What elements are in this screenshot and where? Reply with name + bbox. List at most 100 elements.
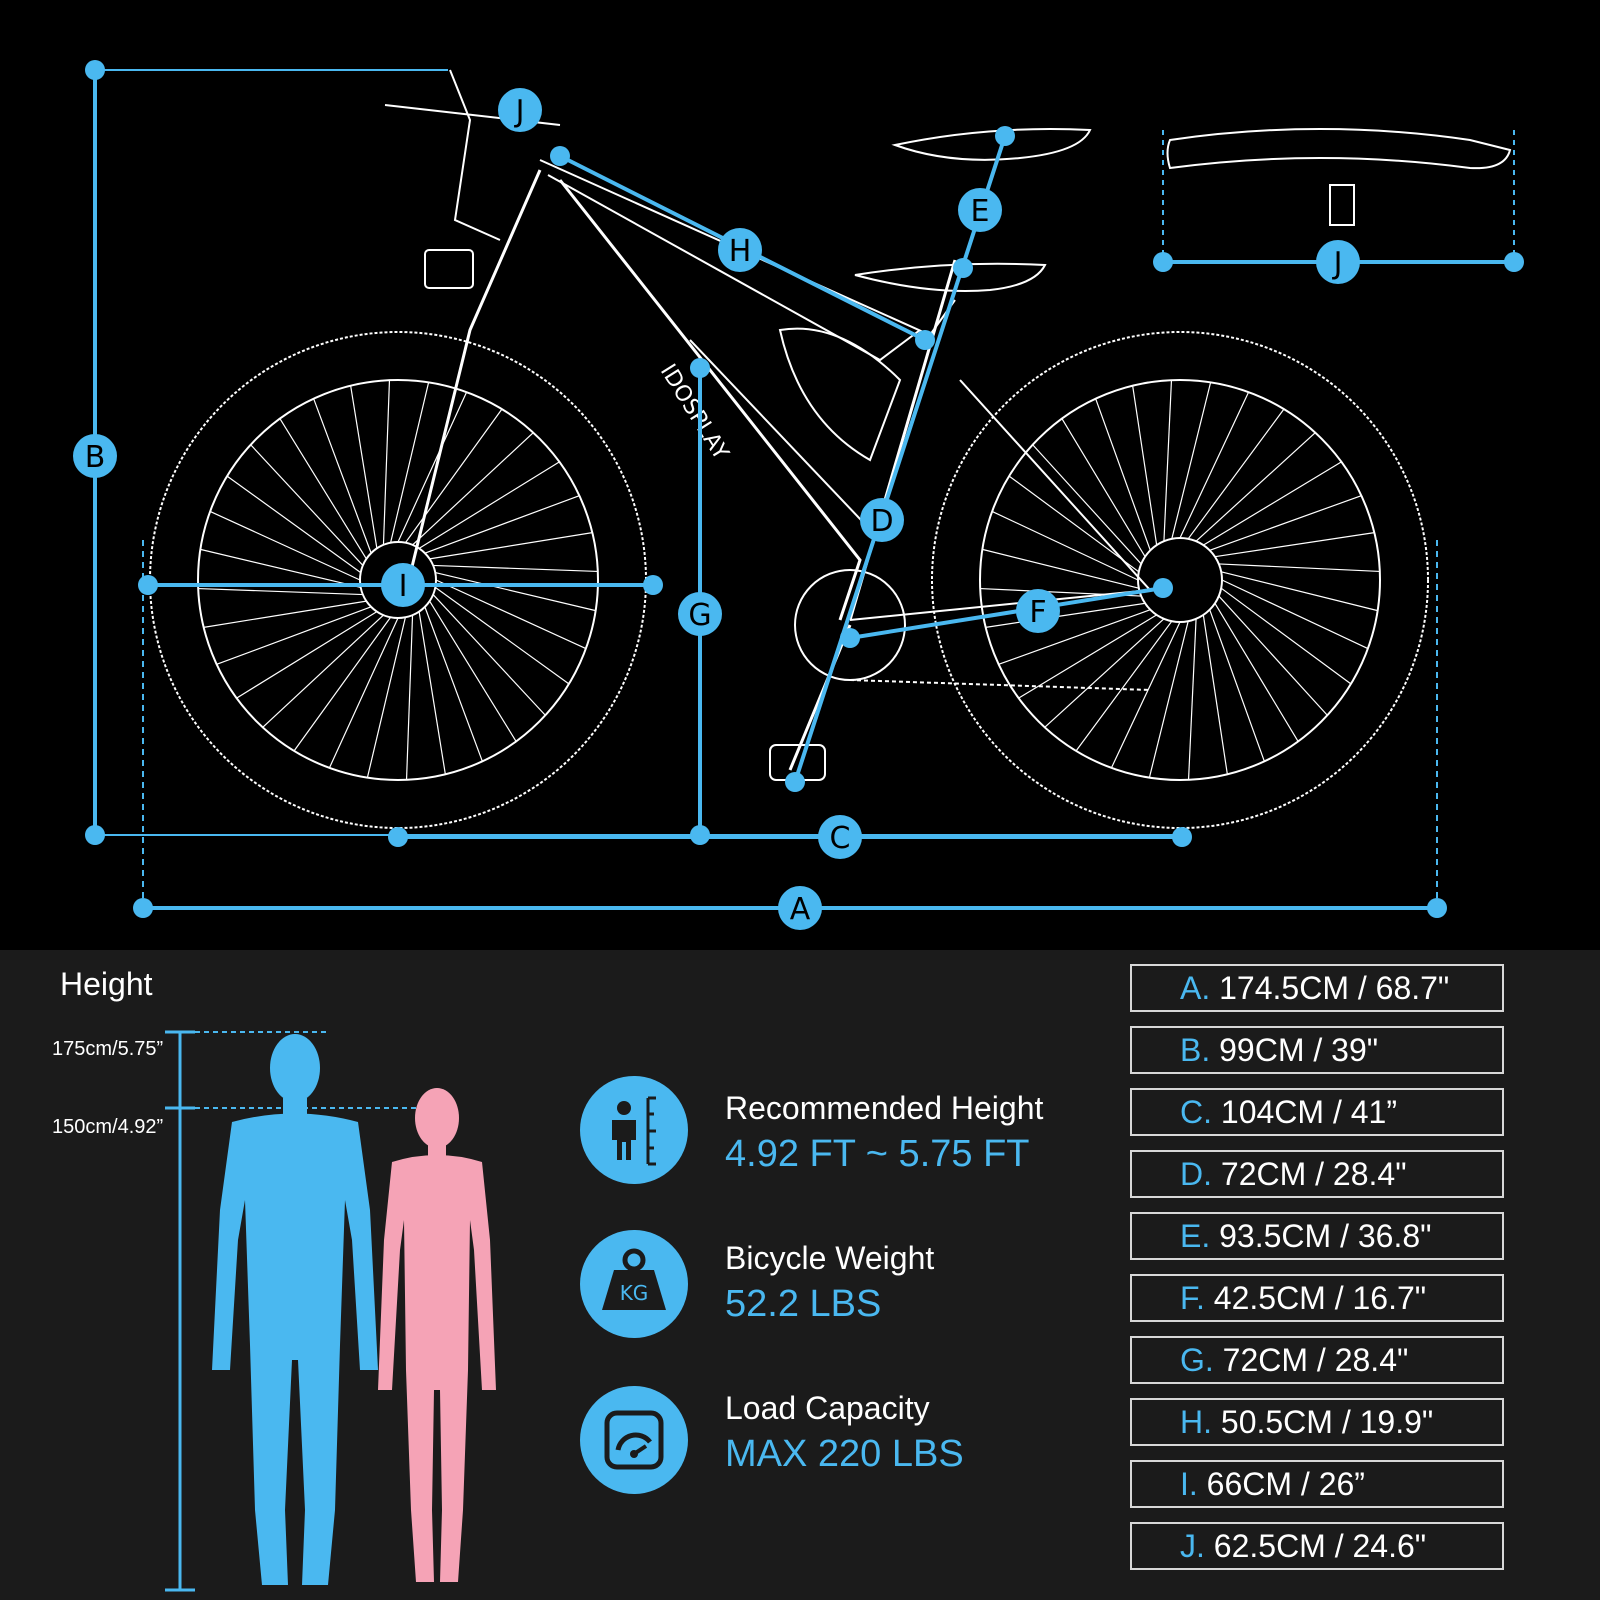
marker-f: F <box>1016 589 1060 633</box>
endpoint-dot <box>138 575 158 595</box>
chain <box>849 679 1151 691</box>
spec-letter: A. <box>1180 970 1211 1006</box>
spec-value: 62.5CM / 24.6" <box>1213 1528 1427 1564</box>
headlight <box>424 249 474 289</box>
marker-g: G <box>678 592 722 636</box>
endpoint-dot <box>133 898 153 918</box>
height-title: Height <box>60 966 153 1002</box>
spec-row-d: D. 72CM / 28.4" <box>1130 1150 1504 1198</box>
marker-e: E <box>958 188 1002 232</box>
wheel-spoke <box>1075 620 1173 752</box>
wheel-spoke <box>433 564 598 573</box>
wheel-spoke <box>998 609 1151 665</box>
wheel-spoke <box>366 617 406 778</box>
svg-text:J: J <box>1332 246 1343 281</box>
endpoint-dot <box>995 126 1015 146</box>
wheel-spoke <box>1214 532 1375 558</box>
spec-value: 104CM / 41” <box>1220 1094 1397 1130</box>
wheel-spoke <box>250 444 364 566</box>
wheel-spoke <box>226 475 362 574</box>
wheel-spoke <box>350 385 378 549</box>
spec-row-a: A. 174.5CM / 68.7" <box>1130 964 1504 1012</box>
wheel-spoke <box>405 615 414 780</box>
wheel-spoke <box>390 382 430 543</box>
spec-letter: G. <box>1180 1342 1214 1378</box>
fork <box>408 169 542 576</box>
bicycle-weight-value: 52.2 LBS <box>725 1283 882 1325</box>
endpoint-dot <box>643 575 663 595</box>
recommended-height-value: 4.92 FT ~ 5.75 FT <box>725 1133 1030 1175</box>
wheel-spoke <box>1214 603 1299 742</box>
svg-text:H: H <box>729 234 752 269</box>
bike-diagram-svg: IDOSPLAY <box>73 60 1524 930</box>
spec-row-e: E. 93.5CM / 36.8" <box>1130 1212 1504 1260</box>
bike-dimension-diagram: IDOSPLAY <box>73 60 1524 930</box>
wheel-spoke <box>1032 444 1142 565</box>
endpoint-dot <box>1427 898 1447 918</box>
svg-text:E: E <box>971 194 990 229</box>
front-rim <box>197 379 599 781</box>
wheel-spoke <box>435 579 587 650</box>
wheel-spoke <box>1221 571 1378 612</box>
short-height-label: 150cm/4.92” <box>52 1116 164 1138</box>
spec-value: 99CM / 39" <box>1219 1032 1379 1068</box>
wheel-spoke <box>279 418 367 560</box>
marker-d: D <box>860 498 904 542</box>
wheel-spoke <box>236 611 378 699</box>
svg-text:B: B <box>85 440 106 475</box>
rear-saddle <box>854 262 1047 292</box>
info-panel: Height 175cm/5.75” 150cm/4.92” <box>0 950 1600 1600</box>
wheel-spoke <box>1061 418 1146 557</box>
spec-value: 72CM / 28.4" <box>1222 1342 1409 1378</box>
wheel-spoke <box>412 432 534 546</box>
height-figures <box>165 1030 496 1592</box>
spec-value: 174.5CM / 68.7" <box>1219 970 1450 1006</box>
wheel-spoke <box>209 510 361 581</box>
spec-letter: B. <box>1180 1032 1211 1068</box>
wheel-spoke <box>1044 618 1165 728</box>
wheel-spoke <box>1008 475 1140 573</box>
wheel-spoke <box>1095 398 1151 551</box>
wheel-spoke <box>418 611 446 775</box>
wheel-spoke <box>1018 614 1157 699</box>
endpoint-dot <box>690 358 710 378</box>
wheel-spoke <box>1187 408 1285 540</box>
endpoint-dot <box>1153 252 1173 272</box>
spec-letter: C. <box>1180 1094 1212 1130</box>
wheel-spoke <box>328 617 399 769</box>
wheel-spoke <box>991 510 1139 581</box>
wheel-spoke <box>1148 621 1189 778</box>
wheel-spoke <box>397 391 468 543</box>
bike-outline <box>149 69 1512 829</box>
wheel-spoke <box>1209 609 1265 762</box>
wheel-spoke <box>429 532 593 560</box>
wheel-spoke <box>1218 563 1380 573</box>
dimension-endpoints <box>85 60 1524 918</box>
wheel-spoke <box>434 586 570 685</box>
bicycle-weight-label: Bicycle Weight <box>725 1240 935 1276</box>
wheel-spoke <box>1163 380 1173 542</box>
front-saddle <box>891 128 1092 161</box>
endpoint-dot <box>550 146 570 166</box>
male-figure <box>212 1034 378 1585</box>
wheel-spoke <box>432 594 546 716</box>
person-height-icon <box>580 1076 688 1184</box>
endpoint-dot <box>85 60 105 80</box>
svg-text:C: C <box>830 821 851 856</box>
wheel-spoke <box>1218 595 1328 716</box>
spec-row-h: H. 50.5CM / 19.9" <box>1130 1398 1504 1446</box>
recommended-height-label: Recommended Height <box>725 1090 1044 1126</box>
wheel-spoke <box>429 600 517 742</box>
kettlebell-kg-icon: KG <box>580 1230 688 1338</box>
dim-line-d-e <box>793 135 1007 783</box>
spec-value: 72CM / 28.4" <box>1220 1156 1407 1192</box>
top-tube-lower <box>547 174 921 362</box>
front-spokes <box>198 380 598 780</box>
endpoint-dot <box>785 772 805 792</box>
spec-value: 66CM / 26” <box>1206 1466 1365 1502</box>
wheel-spoke <box>203 600 367 628</box>
gauge-icon <box>580 1386 688 1494</box>
wheel-spoke <box>1132 385 1158 546</box>
wheel-spoke <box>198 587 363 596</box>
endpoint-dot <box>915 330 935 350</box>
